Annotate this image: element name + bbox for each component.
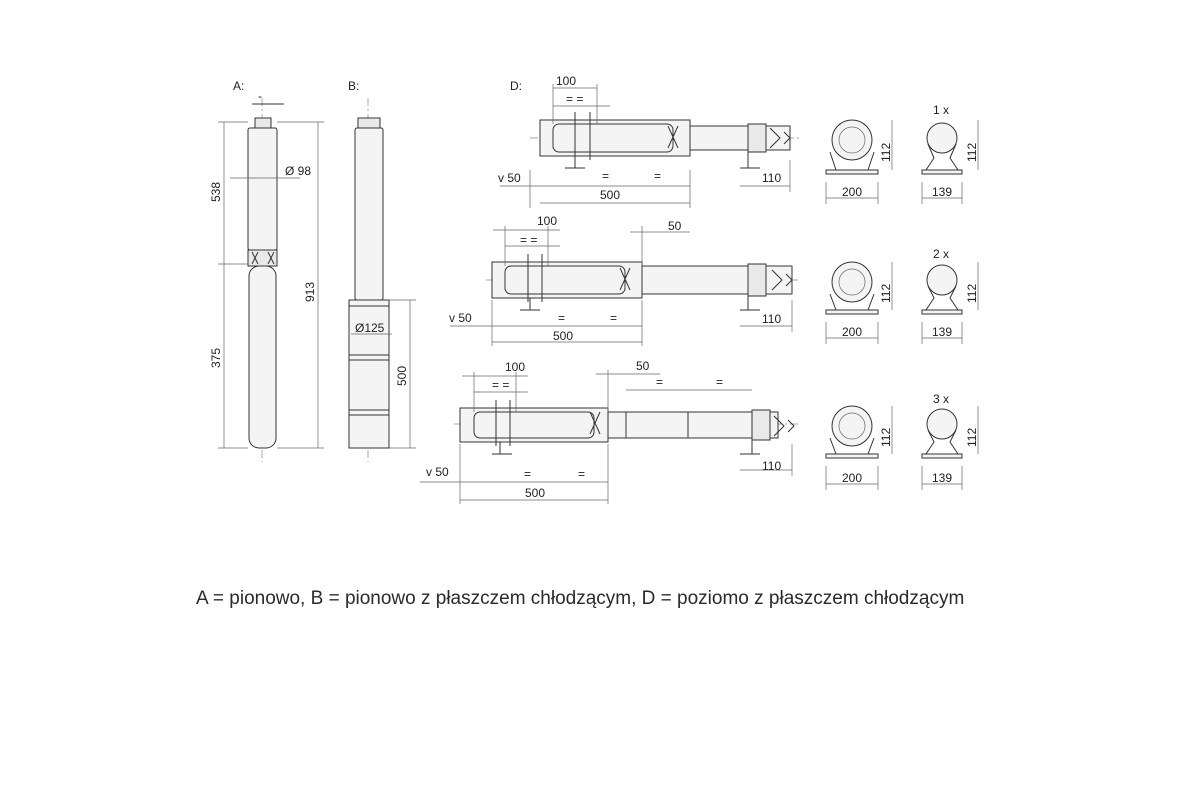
- dim-diameter-125: Ø125: [355, 321, 385, 335]
- r2-eq-a: =: [558, 311, 565, 325]
- r1-v50: v 50: [498, 171, 521, 185]
- s3-height-right: 112: [965, 428, 979, 447]
- s1-height-left: 112: [879, 143, 893, 162]
- r3-dim-110: 110: [762, 459, 781, 473]
- r3-eq: = =: [492, 378, 509, 392]
- horizontal-row-1: 100 = = v 50 = = 500 110: [498, 74, 800, 208]
- view-b: B: Ø125 500: [348, 79, 416, 462]
- view-a: A: - 538 375 913 Ø 98: [209, 79, 324, 462]
- r2-dim-100: 100: [537, 214, 557, 228]
- view-d-label: D:: [510, 79, 522, 93]
- dim-diameter-98: Ø 98: [285, 164, 311, 178]
- view-a-label: A:: [233, 79, 244, 93]
- support-row-3: 200 112 3 x 139 112: [825, 392, 979, 490]
- r1-dim-500: 500: [600, 188, 620, 202]
- r1-eq-a: =: [602, 169, 609, 183]
- r3-eq-b: =: [578, 467, 585, 481]
- dim-913: 913: [303, 282, 317, 302]
- s3-count: 3 x: [933, 392, 949, 406]
- dim-375: 375: [209, 348, 223, 368]
- r3-eq-c: =: [656, 375, 663, 389]
- dim-538: 538: [209, 182, 223, 202]
- caption: A = pionowo, B = pionowo z płaszczem chł…: [196, 588, 965, 609]
- s3-width-left: 200: [842, 471, 862, 485]
- r3-eq-a: =: [524, 467, 531, 481]
- s2-width-left: 200: [842, 325, 862, 339]
- s1-count: 1 x: [933, 103, 949, 117]
- s2-width-right: 139: [932, 325, 952, 339]
- r2-v50: v 50: [449, 311, 472, 325]
- r1-dim-110: 110: [762, 171, 781, 185]
- r3-dim-500: 500: [525, 486, 545, 500]
- s3-width-right: 139: [932, 471, 952, 485]
- r2-dim-110: 110: [762, 312, 781, 326]
- r3-dim-100: 100: [505, 360, 525, 374]
- support-row-2: 200 112 2 x 139 112: [825, 247, 979, 344]
- support-sections: 200 112 1 x 139 112 200 112 2: [825, 103, 979, 490]
- horizontal-row-2: 100 = = 50 v 50 = = 500 110: [449, 214, 800, 346]
- r2-eq-b: =: [610, 311, 617, 325]
- s1-width-right: 139: [932, 185, 952, 199]
- support-row-1: 200 112 1 x 139 112: [825, 103, 979, 204]
- s3-height-left: 112: [879, 428, 893, 447]
- r1-eq: = =: [566, 92, 583, 106]
- r2-dim-500: 500: [553, 329, 573, 343]
- dim-500-b: 500: [395, 366, 409, 386]
- s2-count: 2 x: [933, 247, 949, 261]
- r3-v50: v 50: [426, 465, 449, 479]
- r2-dim-50: 50: [668, 219, 682, 233]
- r2-eq: = =: [520, 233, 537, 247]
- r1-eq-b: =: [654, 169, 661, 183]
- horizontal-row-3: 100 = = 50 = = v 50 = = 500 110: [420, 359, 800, 504]
- r1-dim-100: 100: [556, 74, 576, 88]
- s1-width-left: 200: [842, 185, 862, 199]
- view-b-label: B:: [348, 79, 359, 93]
- shaft-dim: -: [258, 89, 262, 103]
- r3-dim-50: 50: [636, 359, 650, 373]
- s1-height-right: 112: [965, 143, 979, 162]
- s2-height-right: 112: [965, 284, 979, 303]
- r3-eq-d: =: [716, 375, 723, 389]
- s2-height-left: 112: [879, 284, 893, 303]
